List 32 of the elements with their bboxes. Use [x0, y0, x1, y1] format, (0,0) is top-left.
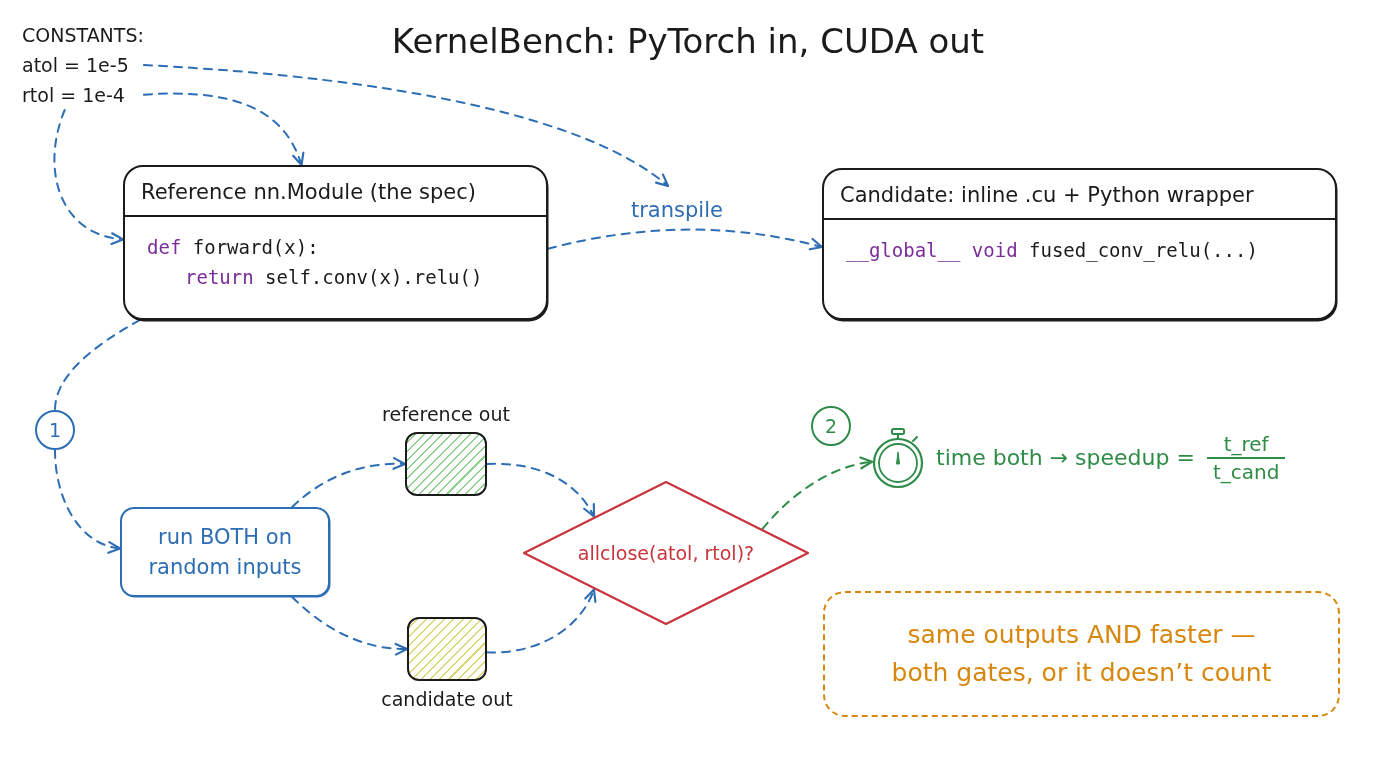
dashed-arrow	[486, 588, 596, 654]
dashed-arrow	[54, 449, 122, 553]
card-title: Candidate: inline .cu + Python wrapper	[824, 170, 1335, 220]
code-line: __global__ void fused_conv_relu(...)	[846, 238, 1258, 264]
dashed-arrow	[547, 228, 824, 251]
output-label: reference out	[382, 402, 510, 426]
formula-text: time both → speedup =	[936, 444, 1195, 472]
code-card	[123, 165, 548, 320]
fraction-numerator: t_ref	[1206, 431, 1286, 459]
dashed-arrow	[291, 457, 407, 508]
code-card	[822, 168, 1337, 320]
step-number-circle: 2	[811, 406, 851, 446]
process-box: run BOTH on random inputs	[120, 507, 330, 597]
dashed-arrow	[291, 596, 409, 656]
code-line: return self.conv(x).relu()	[185, 265, 483, 290]
dashed-arrow	[142, 92, 304, 167]
dashed-note-box: same outputs AND faster — both gates, or it doesn’t count	[823, 591, 1340, 717]
dashed-arrow	[761, 457, 874, 530]
code-line: def forward(x):	[147, 235, 319, 260]
step-number-circle: 1	[35, 410, 75, 450]
dashed-arrow	[53, 109, 125, 244]
decision-diamond: allclose(atol, rtol)?	[522, 480, 810, 626]
fraction-denominator: t_cand	[1211, 459, 1281, 485]
dashed-arrow	[486, 462, 596, 518]
constant-definition: rtol = 1e-4	[22, 83, 125, 108]
dashed-arrow	[142, 64, 670, 188]
constant-definition: atol = 1e-5	[22, 53, 129, 78]
diagram-title: KernelBench: PyTorch in, CUDA out	[391, 20, 985, 62]
output-label: candidate out	[381, 687, 513, 711]
card-title: Reference nn.Module (the spec)	[125, 167, 546, 217]
constants-heading: CONSTANTS:	[22, 23, 144, 48]
dashed-connector	[54, 319, 141, 411]
